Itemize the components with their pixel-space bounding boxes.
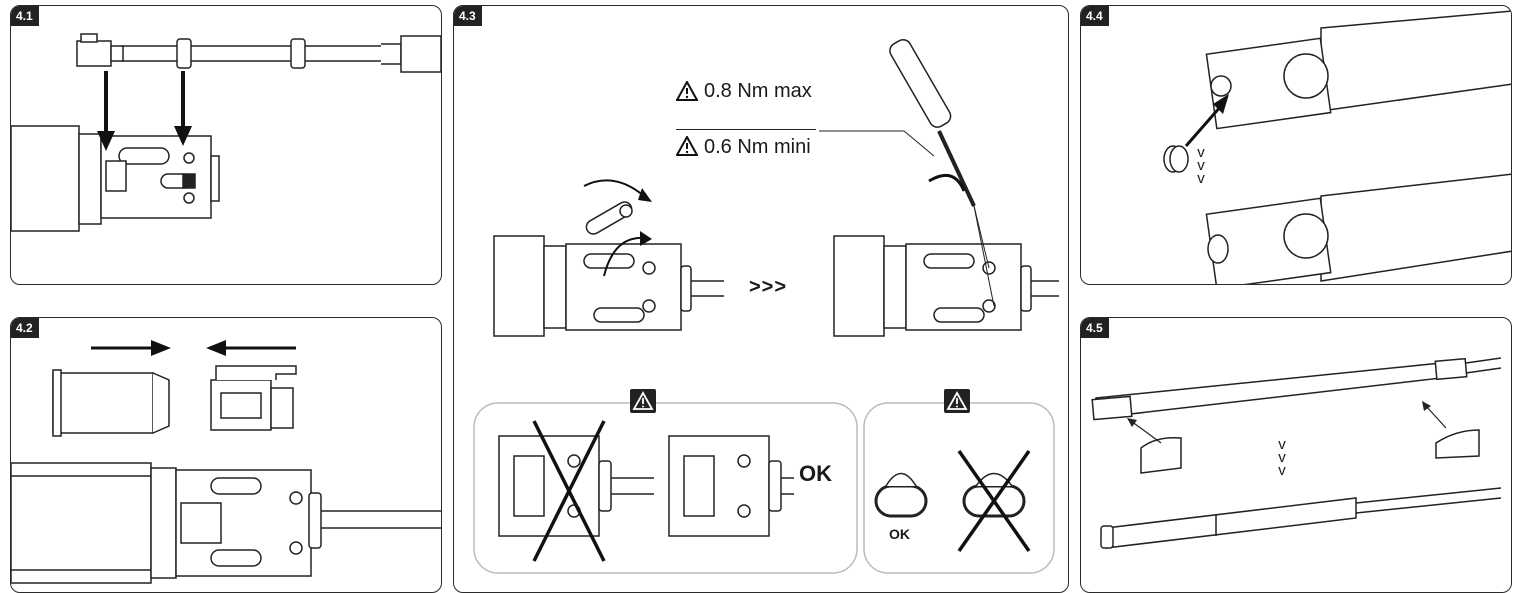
- warning-badge: [944, 389, 970, 413]
- panel-label: 4.4: [1081, 6, 1109, 26]
- panel-4-4-illustration: [1163, 10, 1511, 284]
- panel-4-5-illustration: [1091, 357, 1502, 549]
- chevron-down-icon: v: [1197, 170, 1205, 187]
- panel-4-2: 4.2: [10, 317, 442, 593]
- panel-4-3-illustration: [473, 38, 1059, 574]
- sequence-arrows: >>>: [749, 276, 788, 298]
- chevron-down-icon: v: [1197, 157, 1205, 174]
- chevron-down-icon: v: [1197, 144, 1205, 161]
- panel-label: 4.5: [1081, 318, 1109, 338]
- warning-triangle-icon: [632, 391, 654, 410]
- panel-label: 4.2: [11, 318, 39, 338]
- panel-4-5: 4.5 v v v: [1080, 317, 1512, 593]
- warning-triangle-icon: [676, 81, 698, 101]
- warning-badge: [630, 389, 656, 413]
- panel-4-1: 4.1: [10, 5, 442, 285]
- chevron-down-icon: v: [1278, 449, 1286, 466]
- panel-4-4: 4.4 v v v: [1080, 5, 1512, 285]
- torque-min-label: 0.6 Nm mini: [704, 136, 811, 158]
- torque-max-label: 0.8 Nm max: [704, 80, 812, 102]
- warning-triangle-icon: [946, 391, 968, 410]
- warning-triangle-icon: [676, 136, 698, 156]
- panel-label: 4.1: [11, 6, 39, 26]
- ok-label-washer: OK: [889, 526, 910, 542]
- chevron-down-icon: v: [1278, 436, 1286, 453]
- ok-label-correct: OK: [799, 461, 832, 486]
- panel-4-3: 4.3: [453, 5, 1069, 593]
- panel-label: 4.3: [454, 6, 482, 26]
- panel-4-2-illustration: [11, 340, 441, 584]
- panel-4-1-illustration: [11, 33, 441, 232]
- chevron-down-icon: v: [1278, 462, 1286, 479]
